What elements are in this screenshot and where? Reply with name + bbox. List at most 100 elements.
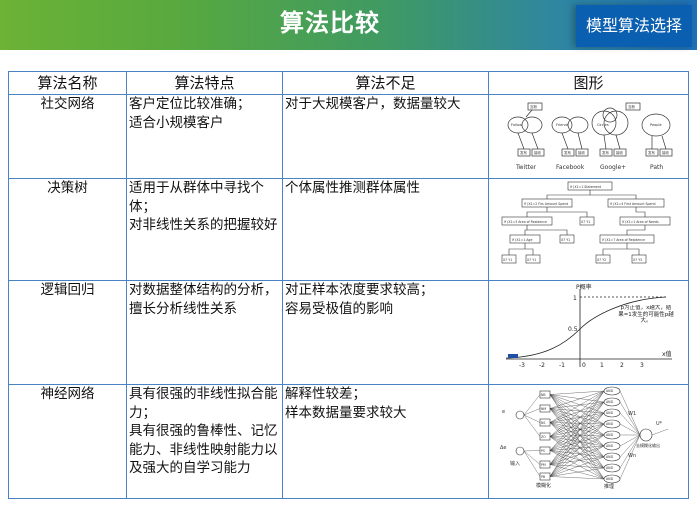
network-connection <box>523 414 540 423</box>
network-connection <box>549 434 604 451</box>
figure-label: 去模糊化输出 <box>636 442 660 448</box>
figure-label: Facebook <box>556 164 585 171</box>
figure-label: If (X1=1 Statement <box>570 185 602 189</box>
network-connection <box>549 436 604 480</box>
network-connection <box>619 434 640 447</box>
algorithm-name: 决策树 <box>8 178 127 281</box>
network-connection <box>549 445 604 451</box>
network-connection <box>549 434 604 477</box>
algorithm-name: 神经网络 <box>8 384 127 499</box>
figure-label: X7 Y1 <box>561 238 570 242</box>
figure-label: 模糊化 <box>536 482 551 489</box>
network-connection <box>549 412 604 477</box>
figure-label: NS <box>541 421 545 425</box>
network-connection <box>549 401 604 437</box>
figure-label: PS <box>541 449 545 453</box>
network-connection <box>523 450 540 477</box>
figure-label: Follow <box>511 123 522 127</box>
network-connection <box>549 423 604 437</box>
network-connection <box>549 434 604 465</box>
algorithm-comparison-table: 算法名称 算法特点 算法不足 图形 社交网络 客户定位比较准确； 适合小规模客户… <box>8 71 689 499</box>
figure-label: If (X1=7 Area of Residence <box>602 238 645 242</box>
figure-label: W1 <box>628 411 636 417</box>
figure-label: If (X1=4 First Amount Spend <box>610 202 656 206</box>
network-connection <box>549 456 604 477</box>
algorithm-figure: P概率 1 0.5 -3 -2 -1 0 1 2 3 x值 p为正值，x越大，结… <box>488 280 689 385</box>
figure-label: P概率 <box>576 283 592 291</box>
neural-network-icon: NB NM NS ZO PS PM PB AND AND AND AND AND… <box>500 386 668 489</box>
figure-label: 发布 <box>520 150 528 155</box>
network-connection <box>549 476 604 480</box>
network-connection <box>549 436 604 458</box>
figure-label: AND <box>606 422 614 426</box>
column-header-figure: 图形 <box>488 71 689 95</box>
algorithm-name: 社交网络 <box>8 94 127 179</box>
network-connection <box>549 390 604 395</box>
figure-label: NM <box>541 407 546 411</box>
figure-label: X7 Y3 <box>633 258 642 262</box>
algorithm-weakness: 对于大规模客户，数据量较大 <box>282 94 489 179</box>
figure-label: X7 Y1 <box>527 258 536 262</box>
figure-label: AND <box>606 466 614 470</box>
figure-label: x值 <box>662 350 672 358</box>
figure-label: AND <box>606 444 614 448</box>
network-connection <box>549 436 604 447</box>
figure-label: -2 <box>539 362 545 369</box>
table-row: 逻辑回归 对数据整体结构的分析，擅长分析线性关系 对正样本浓度要求较高； 容易受… <box>8 280 689 385</box>
network-connection <box>619 412 640 436</box>
section-badge: 模型算法选择 <box>576 5 692 47</box>
network-connection <box>549 412 604 437</box>
figure-label: Friends <box>556 123 569 127</box>
network-connection <box>523 414 540 437</box>
figure-label: Google+ <box>600 164 626 171</box>
network-connection <box>549 401 604 477</box>
figure-label: AND <box>606 455 614 459</box>
algorithm-weakness: 解释性较差； 样本数据量要求较大 <box>282 384 489 499</box>
figure-label: ZO <box>541 435 546 439</box>
algorithm-features: 具有很强的非线性拟合能力； 具有很强的鲁棒性、记忆能力、非线性映射能力以及强大的… <box>126 384 283 499</box>
figure-label: X7 Y1 <box>581 220 590 224</box>
network-connection <box>549 401 604 451</box>
algorithm-figure: 互粉 互粉 发布 接收 发布 接收 发布 接收 发布 接收 Follow Fri… <box>488 94 689 179</box>
figure-label: 推理 <box>604 483 614 489</box>
network-connection <box>549 456 604 465</box>
figure-label: 输入 <box>510 460 520 467</box>
table-row: 决策树 适用于从群体中寻找个体； 对非线性关系的把握较好 个体属性推测群体属性 <box>8 178 689 281</box>
figure-label: 1 <box>573 295 577 302</box>
network-connection <box>549 423 604 465</box>
network-connection <box>619 434 640 469</box>
network-connection <box>651 428 668 436</box>
figure-label: X7 Y2 <box>597 258 606 262</box>
figure-label: 接收 <box>578 150 586 155</box>
figure-label: X7 Y1 <box>503 258 512 262</box>
algorithm-features: 对数据整体结构的分析，擅长分析线性关系 <box>126 280 283 385</box>
logistic-curve-icon: P概率 1 0.5 -3 -2 -1 0 1 2 3 x值 p为正值，x越大，结… <box>505 283 674 369</box>
figure-label: AND <box>606 389 614 393</box>
network-connection <box>549 408 604 447</box>
network-connection <box>549 423 604 451</box>
figure-note: p为正值，x越大，结果=1发生的可能性p越大。 <box>617 305 674 324</box>
figure-label: NB <box>541 393 546 397</box>
algorithm-name: 逻辑回归 <box>8 280 127 385</box>
network-connection <box>549 390 604 451</box>
network-connection <box>619 390 640 436</box>
figure-label: PM <box>541 463 546 467</box>
algorithm-weakness: 对正样本浓度要求较高； 容易受极值的影响 <box>282 280 489 385</box>
figure-label: If (X1=2 Firs Amount Spend <box>524 202 568 206</box>
figure-label: 接收 <box>662 150 670 155</box>
algorithm-figure: If (X1=1 Statement If (X1=2 Firs Amount … <box>488 178 689 281</box>
network-connection <box>549 464 604 480</box>
figure-label: AND <box>606 400 614 404</box>
table-row: 神经网络 具有很强的非线性拟合能力； 具有很强的鲁棒性、记忆能力、非线性映射能力… <box>8 384 689 499</box>
network-connection <box>549 450 604 469</box>
figure-label: 接收 <box>616 150 624 155</box>
figure-label: PB <box>541 475 545 479</box>
figure-label: Δe <box>500 445 507 451</box>
network-connection <box>523 450 540 465</box>
figure-label: AND <box>606 433 614 437</box>
network-connection <box>549 445 604 465</box>
figure-label: If (X1=1 Area of Needs <box>622 220 659 224</box>
network-connection <box>549 412 604 451</box>
figure-label: AND <box>606 411 614 415</box>
figure-label: -1 <box>559 362 565 369</box>
